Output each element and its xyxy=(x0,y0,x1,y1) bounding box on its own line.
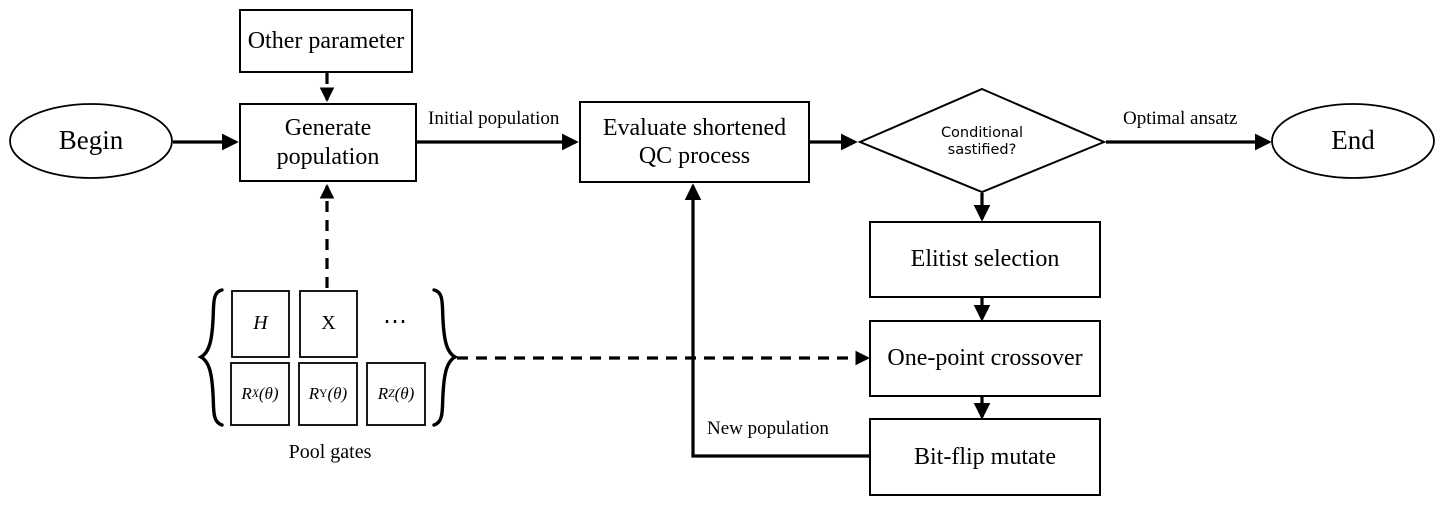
edge-label-optimal-ansatz: Optimal ansatz xyxy=(1123,108,1238,129)
node-gate-pauli-x xyxy=(299,290,358,358)
decision-line2: sastified? xyxy=(947,142,1017,158)
gate-pool-ellipsis: ⋯ xyxy=(383,308,409,335)
gate-ry-base: R xyxy=(308,383,320,403)
node-end-label: End xyxy=(1331,125,1375,156)
edge-label-initial-population: Initial population xyxy=(428,108,560,129)
node-bit-flip-mutate-label: Bit-flip mutate xyxy=(914,443,1056,470)
gate-rz-arg: (θ) xyxy=(394,383,415,403)
gate-pauli-x-label: X xyxy=(321,312,336,335)
gate-rz-subscript: Z xyxy=(388,387,395,401)
node-end xyxy=(1271,103,1435,179)
node-gate-ry xyxy=(298,362,358,426)
node-gate-rx xyxy=(230,362,290,426)
node-gate-hadamard xyxy=(231,290,290,358)
node-other-parameter-label: Other parameter xyxy=(247,27,405,54)
node-generate-population-label: Generate population xyxy=(240,104,416,181)
node-other-parameter xyxy=(239,9,413,73)
gate-ry-subscript: Y xyxy=(319,387,328,401)
gate-rx-arg: (θ) xyxy=(258,383,279,403)
pool-left-brace xyxy=(197,288,224,427)
decision-line1: Conditional xyxy=(940,124,1024,141)
node-begin xyxy=(9,103,173,179)
gate-rz-base: R xyxy=(377,383,389,403)
evaluate-line2: QC process xyxy=(638,143,751,169)
node-one-point-crossover xyxy=(869,320,1101,397)
gate-hadamard-label: H xyxy=(253,312,268,335)
edge-mutate-to-evaluate-feedback xyxy=(684,183,870,458)
node-elitist-selection-label: Elitist selection xyxy=(910,246,1060,273)
node-one-point-crossover-label: One-point crossover xyxy=(887,345,1083,372)
node-conditional-decision xyxy=(857,87,1107,194)
generate-population-line1: Generate xyxy=(284,115,372,142)
pool-right-brace xyxy=(432,288,459,427)
edge-label-new-population: New population xyxy=(707,418,829,439)
pool-gates-caption: Pool gates xyxy=(288,441,372,464)
node-gate-rz xyxy=(366,362,426,426)
node-begin-label: Begin xyxy=(58,125,124,156)
gate-ry-arg: (θ) xyxy=(327,383,348,403)
gate-rx-subscript: X xyxy=(251,387,259,401)
node-evaluate-label: Evaluate shortened QC process xyxy=(580,102,809,182)
node-bit-flip-mutate xyxy=(869,418,1101,496)
node-elitist-selection xyxy=(869,221,1101,298)
gate-rx-base: R xyxy=(241,383,252,403)
node-generate-population xyxy=(239,103,417,182)
node-decision-label: Conditional sastified? xyxy=(902,110,1062,174)
generate-population-line2: population xyxy=(276,143,380,170)
evaluate-line1: Evaluate shortened xyxy=(602,114,787,141)
node-evaluate-shortened-qc-process xyxy=(579,101,810,183)
